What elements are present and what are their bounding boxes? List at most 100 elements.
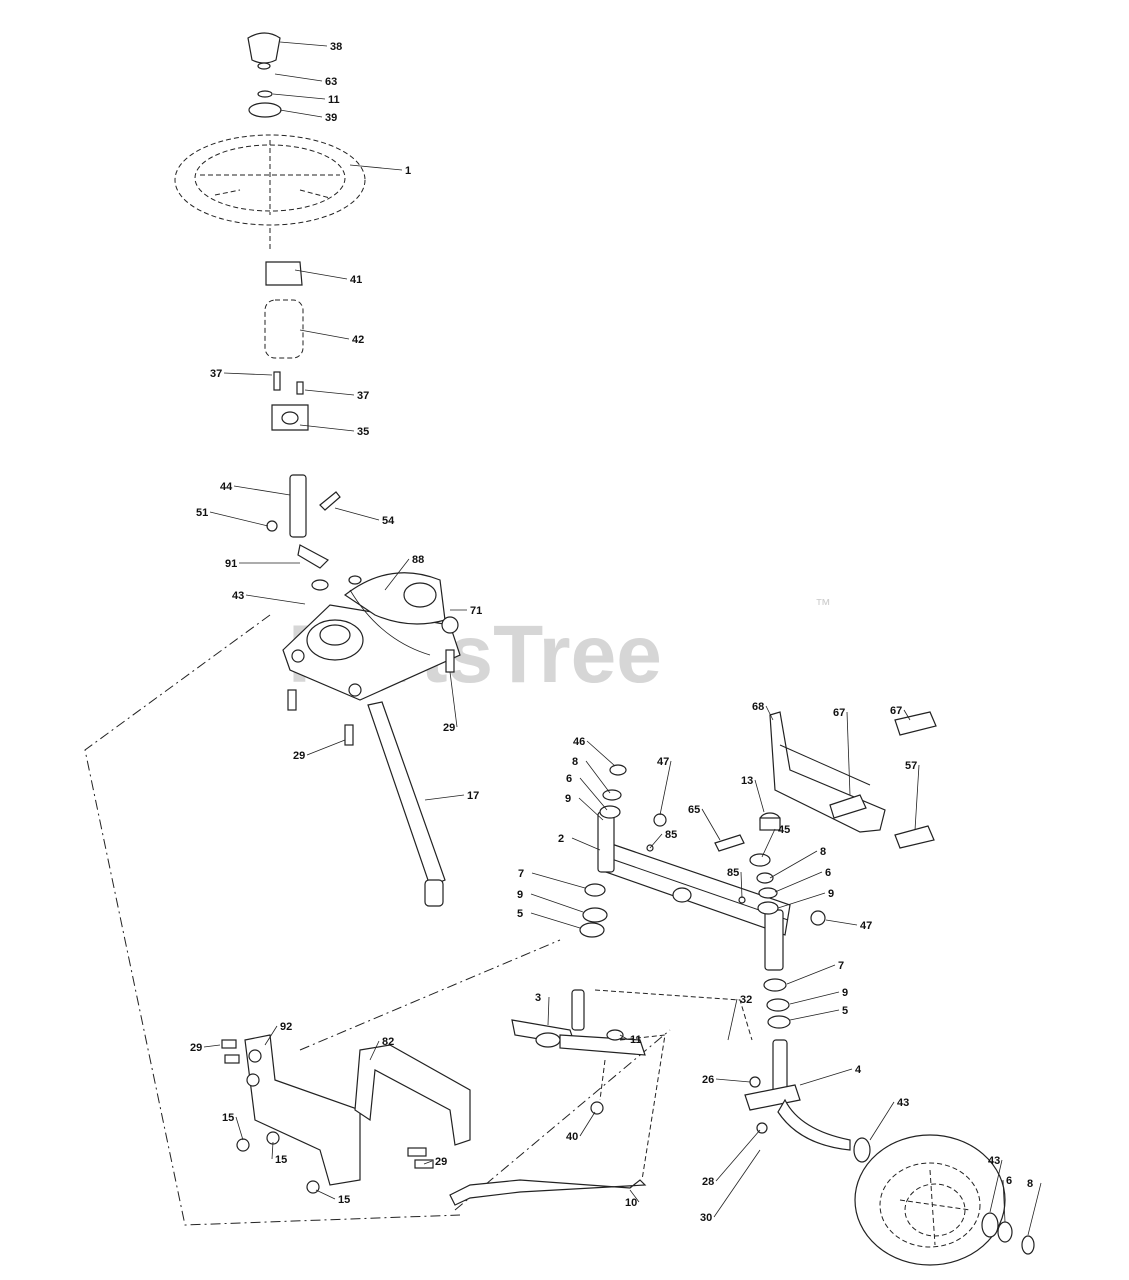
bolt-37-right [296,381,304,395]
washer-6-b [758,887,778,899]
leader-line-11 [619,1034,628,1040]
drag-link-end [424,879,444,907]
callout-15: 15 [275,1154,287,1166]
shaft-44 [289,474,307,538]
washer-9-a [582,907,608,923]
callout-2: 2 [558,833,564,845]
leader-line-29 [203,1044,221,1048]
leader-line-88 [384,558,410,591]
nut-15-a [236,1138,250,1152]
bracket-82 [354,1044,471,1146]
bearing-flange-35 [271,404,309,431]
bolt-29-e [224,1054,240,1064]
leader-line-37 [223,372,273,376]
leader-line-30 [713,1149,761,1218]
washer-43-a [853,1137,871,1163]
washer-9-b [757,901,779,915]
washer-9-c [766,998,790,1012]
callout-57: 57 [905,760,917,772]
callout-9: 9 [517,889,523,901]
leader-line-7 [531,872,586,889]
callout-41: 41 [350,274,362,286]
frame-outline [84,614,461,1226]
callout-67: 67 [833,707,845,719]
leader-lines [203,41,1042,1236]
leader-line-47 [659,760,672,816]
leader-line-6 [579,777,608,811]
link-rod-10 [449,1179,647,1206]
clip-8 [1021,1235,1035,1255]
leader-line-28 [715,1129,761,1182]
callout-88: 88 [412,554,424,566]
leader-line-13 [754,779,765,813]
spindle-4 [744,1039,851,1151]
callout-46: 46 [573,736,585,748]
leader-line-82 [369,1040,380,1061]
leader-line-4 [799,1068,853,1086]
callout-6: 6 [825,867,831,879]
leader-line-8 [585,760,611,794]
nut-26 [749,1076,761,1088]
leader-line-51 [209,511,269,527]
washer-6-a [599,805,621,819]
callout-51: 51 [196,507,208,519]
leader-line-8 [1027,1182,1042,1236]
fitting-47-a [653,813,667,827]
leader-line-26 [715,1078,751,1083]
callout-54: 54 [382,515,395,527]
leader-line-29 [449,671,458,728]
leader-line-43 [869,1101,895,1141]
bracket-68 [769,711,886,833]
leader-line-6 [774,871,823,893]
leader-line-43 [245,594,306,605]
bolt-29-d [221,1039,237,1049]
callout-1: 1 [405,165,411,177]
leader-line-9 [578,797,604,821]
tie-rod-32 [594,989,753,1041]
callout-38: 38 [330,41,342,53]
front-wheel [854,1134,1006,1266]
callout-63: 63 [325,76,337,88]
nut-40 [590,1101,604,1115]
leader-line-67 [846,711,851,796]
callout-9: 9 [565,793,571,805]
bolt-54 [319,491,341,511]
leader-line-40 [579,1111,596,1137]
bolt-57 [894,825,935,849]
callout-11: 11 [630,1034,642,1046]
callout-28: 28 [702,1176,714,1188]
callout-45: 45 [778,824,790,836]
callout-30: 30 [700,1212,712,1224]
washer-6-c [997,1221,1013,1243]
leader-line-10 [629,1189,640,1203]
leader-line-35 [299,424,355,432]
steering-wheel-1 [174,134,366,226]
callout-6: 6 [1006,1175,1012,1187]
bolt-29-a [287,689,297,711]
leader-line-63 [274,73,323,82]
callout-43: 43 [897,1097,909,1109]
leader-line-68 [765,705,774,721]
leader-line-15 [235,1116,244,1141]
leader-line-45 [761,828,776,858]
callout-68: 68 [752,701,764,713]
callout-92: 92 [280,1021,292,1033]
callout-6: 6 [566,773,572,785]
steering-cap-38 [247,32,282,118]
bolt-37-left [273,371,281,391]
callout-67: 67 [890,705,902,717]
callout-15: 15 [222,1112,234,1124]
callout-17: 17 [467,790,479,802]
callout-29: 29 [443,722,455,734]
bolt-29-b [344,724,354,746]
callout-85: 85 [665,829,677,841]
clip-91 [297,544,329,569]
callout-15: 15 [338,1194,350,1206]
leader-line-85 [740,871,743,899]
leader-line-17 [424,794,465,801]
leader-line-5 [789,1009,840,1021]
bolt-29-f [407,1147,427,1157]
callout-32: 32 [740,994,752,1006]
